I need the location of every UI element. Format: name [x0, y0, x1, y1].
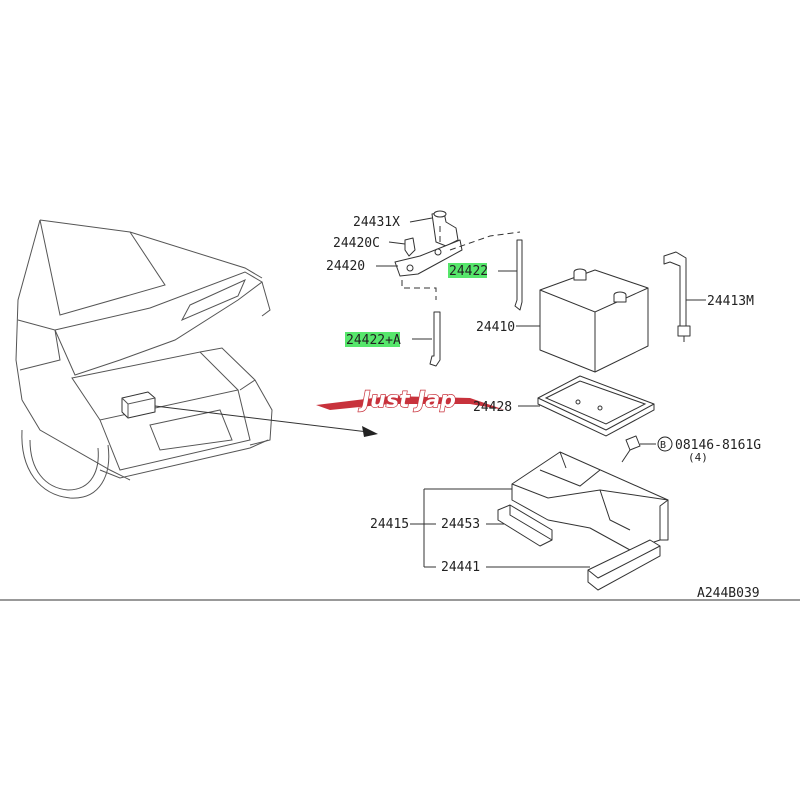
label-08146: 08146-8161G [675, 438, 761, 453]
label-24420c: 24420C [333, 236, 380, 251]
label-24413m: 24413M [707, 294, 754, 309]
label-24422a: 24422+A [346, 333, 401, 348]
bolt [621, 435, 641, 463]
label-08146-qty: (4) [688, 451, 708, 464]
label-24410: 24410 [476, 320, 515, 335]
battery-tray [537, 375, 655, 437]
hold-down-assembly [394, 210, 463, 277]
part-labels: 24431X 24420C 24420 24422 24422+A 24410 … [326, 215, 761, 575]
battery [539, 268, 649, 373]
label-24422: 24422 [449, 264, 488, 279]
arrow-head [362, 426, 378, 437]
leader-lines [376, 217, 706, 568]
rod-24422a [429, 311, 441, 367]
hold-down-rods [429, 239, 523, 367]
logo-text: Just Jap [358, 388, 456, 413]
wing-nut-top [433, 210, 447, 218]
dashed-guides [401, 226, 521, 300]
watermark-logo: Just Jap [316, 387, 505, 414]
mounting-bracket [497, 451, 669, 591]
highlight-24422a [345, 332, 400, 347]
label-24453: 24453 [441, 517, 480, 532]
car-illustration [15, 219, 378, 499]
label-24431x: 24431X [353, 215, 400, 230]
highlight-24422 [448, 263, 487, 278]
label-24441: 24441 [441, 560, 480, 575]
rod-24422 [514, 239, 523, 311]
wing-nut [431, 211, 459, 247]
label-bolt-prefix: B [660, 440, 666, 451]
logo-swoosh [316, 396, 505, 410]
label-24420: 24420 [326, 259, 365, 274]
label-24415: 24415 [370, 517, 409, 532]
callout-arrow [154, 405, 369, 433]
figure-code: A244B039 [697, 586, 760, 601]
vent-tube [663, 251, 691, 342]
label-bolt-marker [657, 436, 673, 452]
clip [404, 237, 416, 257]
label-24428: 24428 [473, 400, 512, 415]
